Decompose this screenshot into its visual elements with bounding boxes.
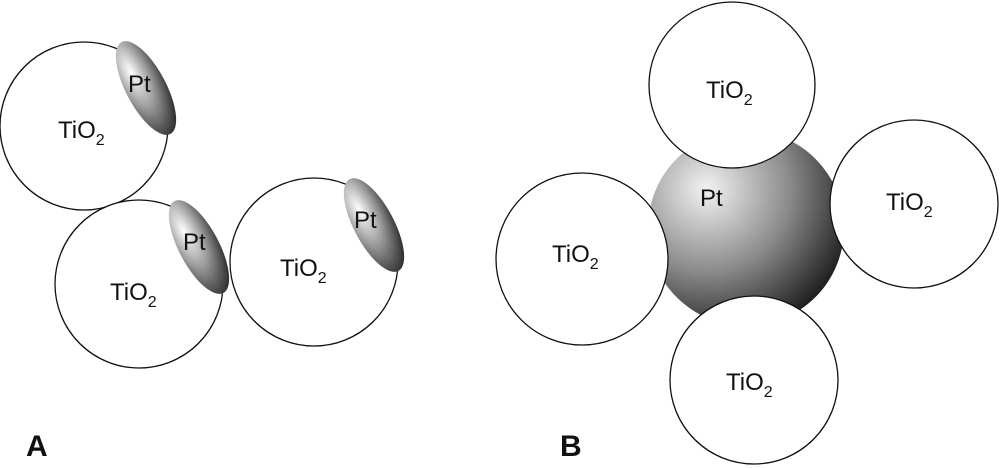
pt-particle (115, 41, 177, 135)
panel-label-a: A (26, 430, 48, 463)
tio2-label: TiO2 (706, 77, 753, 109)
tio2-label: TiO2 (552, 241, 599, 273)
tio2-label: TiO2 (58, 117, 105, 149)
pt-particle (343, 178, 405, 272)
tio2-particle-left (495, 172, 669, 346)
panel-b: Pt TiO2 TiO2 TiO2 TiO2 B (495, 1, 999, 465)
panel-label-b: B (560, 430, 582, 463)
tio2-particle-right (829, 119, 999, 289)
tio2-label: TiO2 (110, 279, 157, 311)
pt-label: Pt (183, 229, 206, 256)
tio2-label: TiO2 (726, 369, 773, 401)
pt-label: Pt (354, 207, 377, 234)
tio2-label: TiO2 (280, 255, 327, 287)
tio2-label: TiO2 (886, 189, 933, 221)
panel-a: TiO2 Pt TiO2 Pt TiO2 Pt A (0, 41, 405, 463)
pt-label: Pt (128, 71, 151, 98)
pt-particle (168, 200, 230, 294)
tio2-particle-top (648, 1, 816, 169)
pt-core (648, 130, 844, 326)
tio2-particle-bottom (669, 295, 839, 465)
pt-label: Pt (700, 185, 723, 212)
